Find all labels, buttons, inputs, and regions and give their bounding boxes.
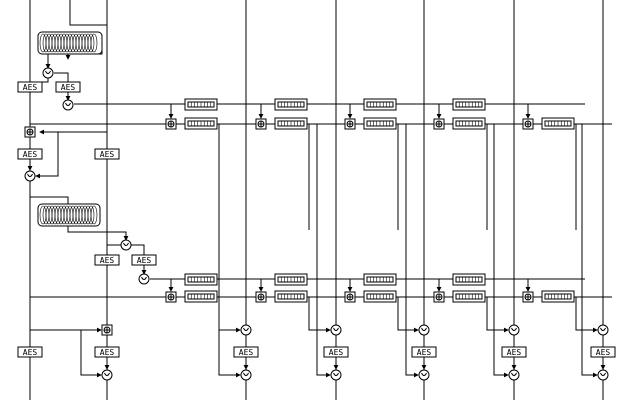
wire [575,297,598,333]
multiply-icon [42,67,54,79]
multiply-icon [597,369,609,381]
wire [397,297,419,333]
register-block-icon [184,98,218,111]
aes-label: AES [100,150,115,159]
aes-block: AES [94,254,120,266]
wire [405,124,419,378]
multiply-icon [120,239,132,251]
multiply-icon [138,273,150,285]
aes-label: AES [23,83,38,92]
aes-block: AES [501,346,527,358]
wire [486,297,509,333]
xor-icon [255,291,267,303]
xor-icon [255,118,267,130]
xor-icon [101,324,113,336]
multiply-icon [508,324,520,336]
wire [218,124,241,378]
aes-block: AES [411,346,437,358]
shift-register-coil-icon [37,31,103,55]
register-block-icon [184,117,218,130]
register-block-icon [452,290,486,303]
register-block-icon [363,98,397,111]
xor-icon [165,118,177,130]
register-block-icon [363,117,397,130]
aes-label: AES [23,150,38,159]
aes-block: AES [55,81,81,93]
aes-block: AES [94,148,120,160]
aes-label: AES [596,348,611,357]
wire [581,124,598,378]
xor-icon [522,291,534,303]
wire [69,0,107,26]
aes-block: AES [17,148,43,160]
aes-block: AES [94,346,120,358]
multiply-icon [24,170,36,182]
register-block-icon [363,273,397,286]
wire [131,244,145,255]
aes-label: AES [61,83,76,92]
aes-label: AES [137,256,152,265]
xor-icon [433,291,445,303]
wire [308,297,331,333]
multiply-icon [597,324,609,336]
aes-block: AES [590,346,616,358]
wire [396,123,399,230]
register-block-icon [541,117,575,130]
aes-block: AES [131,254,157,266]
xor-icon [433,118,445,130]
wire [493,124,509,378]
aes-block: AES [17,81,43,93]
register-block-icon [541,290,575,303]
aes-label: AES [507,348,522,357]
wire [485,123,488,230]
aes-label: AES [100,348,115,357]
wire [30,196,69,204]
wire [54,72,69,82]
wire [30,78,49,83]
aes-label: AES [239,348,254,357]
multiply-icon [240,369,252,381]
register-block-icon [452,117,486,130]
aes-block: AES [323,346,349,358]
wire [218,297,241,333]
multiply-icon [101,369,113,381]
wire [307,123,310,230]
multiply-icon [418,324,430,336]
multiply-icon [62,99,74,111]
wire [35,132,59,179]
register-block-icon [274,290,308,303]
multiply-icon [240,324,252,336]
wire [80,330,102,378]
aes-label: AES [417,348,432,357]
aes-block: AES [233,346,259,358]
wire [67,226,129,241]
xor-icon [344,291,356,303]
register-block-icon [452,273,486,286]
multiply-icon [330,369,342,381]
aes-block: AES [17,346,43,358]
wire [316,124,331,378]
wire [574,123,577,230]
xor-icon [24,126,36,138]
aes-label: AES [100,256,115,265]
register-block-icon [363,290,397,303]
aes-label: AES [23,348,38,357]
aes-label: AES [329,348,344,357]
register-block-icon [184,290,218,303]
register-block-icon [274,98,308,111]
register-block-icon [274,273,308,286]
xor-icon [165,291,177,303]
register-block-icon [452,98,486,111]
register-block-icon [184,273,218,286]
multiply-icon [330,324,342,336]
multiply-icon [508,369,520,381]
xor-icon [344,118,356,130]
register-block-icon [274,117,308,130]
shift-register-coil-icon [37,203,101,227]
xor-icon [522,118,534,130]
multiply-icon [418,369,430,381]
